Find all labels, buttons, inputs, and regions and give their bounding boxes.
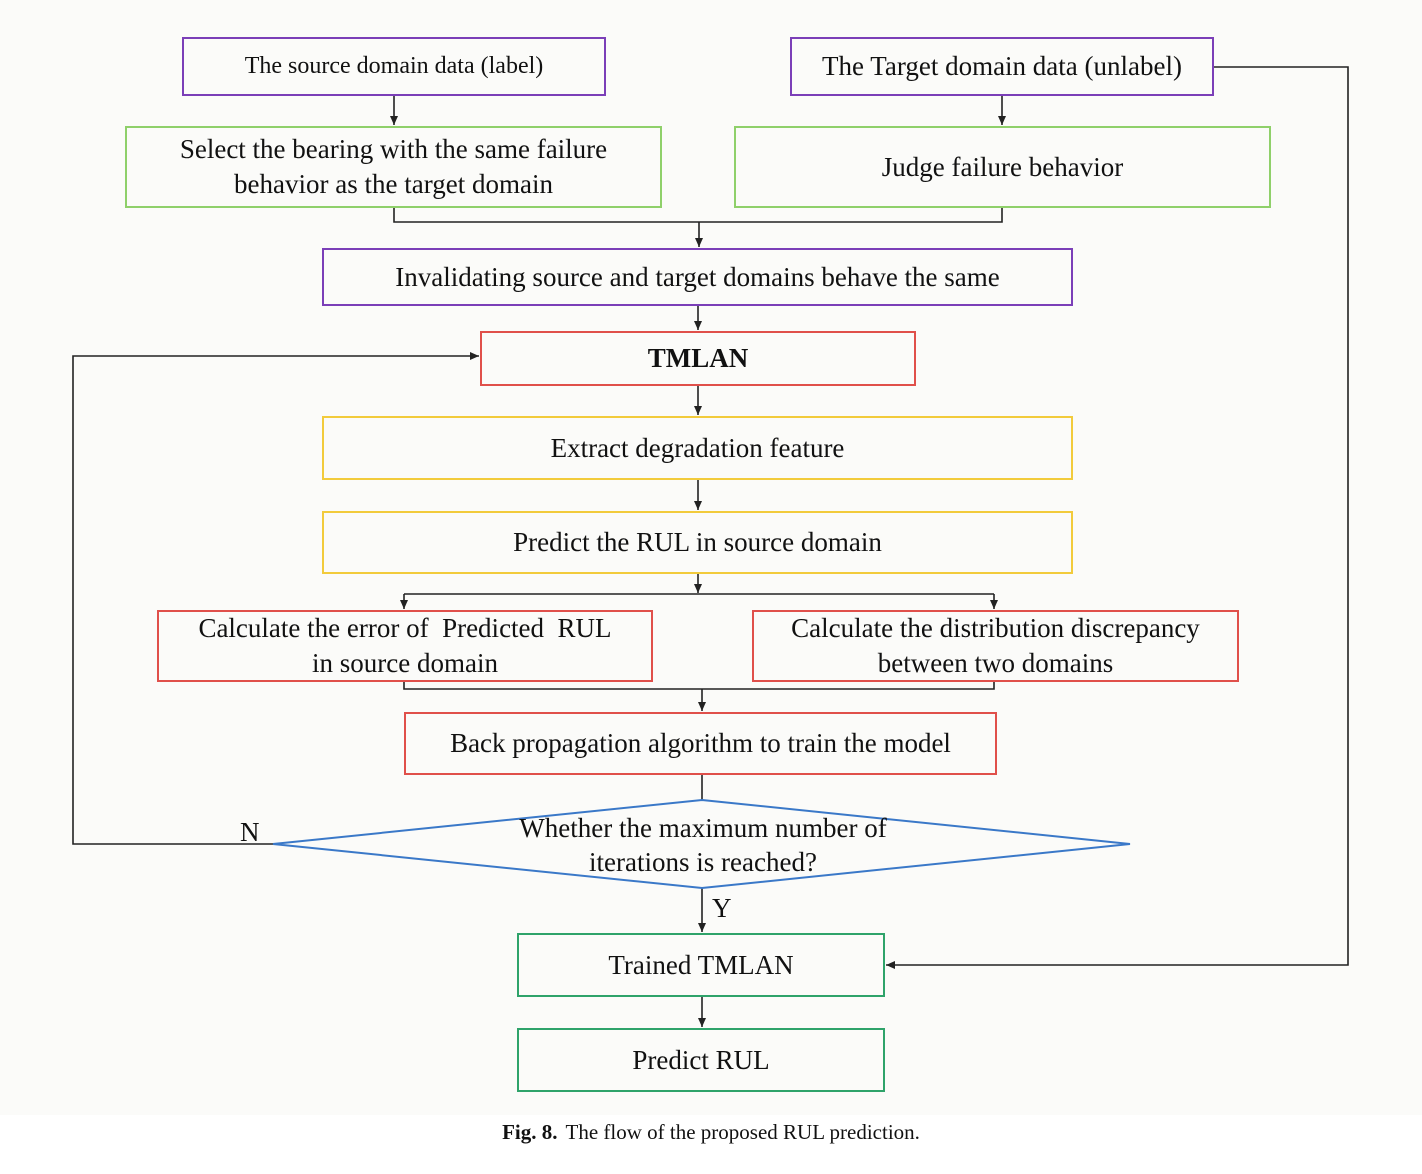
box-select-bearing: Select the bearing with the same failure… [125,126,662,208]
box-trained-tmlan: Trained TMLAN [517,933,885,997]
box-validate-domains-text: Invalidating source and target domains b… [395,261,1000,292]
box-backpropagation: Back propagation algorithm to train the … [404,712,997,775]
box-extract-feature-text: Extract degradation feature [550,432,845,463]
box-calculate-error-line1: Calculate the error of Predicted RUL [198,613,612,643]
box-calculate-error: Calculate the error of Predicted RUL in … [157,610,653,682]
box-calculate-discrepancy: Calculate the distribution discrepancy b… [752,610,1239,682]
figure-number: Fig. 8. [502,1120,558,1144]
box-judge-failure: Judge failure behavior [734,126,1271,208]
figure-caption-text: The flow of the proposed RUL prediction. [565,1120,920,1144]
decision-diamond [272,798,1131,890]
label-no: N [240,817,260,847]
box-predict-rul-source-text: Predict the RUL in source domain [513,527,882,557]
box-target-domain-data: The Target domain data (unlabel) [790,37,1214,96]
decision-text-line1: Whether the maximum number of [519,813,887,843]
box-source-domain-data-text: The source domain data (label) [244,53,544,79]
box-predict-rul-source: Predict the RUL in source domain [322,511,1073,574]
box-calculate-error-line2: in source domain [312,648,498,678]
box-predict-rul: Predict RUL [517,1028,885,1092]
decision-text: Whether the maximum number of iterations… [470,811,936,879]
box-trained-tmlan-text: Trained TMLAN [608,949,794,980]
box-select-bearing-line1: Select the bearing with the same failure [179,134,608,164]
box-predict-rul-text: Predict RUL [632,1044,770,1075]
box-tmlan-text: TMLAN [647,343,749,373]
box-select-bearing-line2: behavior as the target domain [234,169,553,199]
box-validate-domains: Invalidating source and target domains b… [322,248,1073,306]
box-calculate-discrepancy-line1: Calculate the distribution discrepancy [791,613,1200,643]
decision-text-line2: iterations is reached? [589,847,817,877]
box-calculate-discrepancy-line2: between two domains [877,648,1114,678]
merge-select-judge [393,208,1003,223]
loop-no-to-tmlan [72,352,479,845]
line-target-to-trained [886,66,1349,969]
box-tmlan: TMLAN [480,331,916,386]
box-source-domain-data: The source domain data (label) [182,37,606,96]
merge-error-discrepancy [403,682,995,690]
box-target-domain-data-text: The Target domain data (unlabel) [822,51,1182,81]
figure-caption: Fig. 8. The flow of the proposed RUL pred… [0,1120,1422,1145]
box-extract-feature: Extract degradation feature [322,416,1073,480]
box-backpropagation-text: Back propagation algorithm to train the … [450,728,951,758]
box-judge-failure-text: Judge failure behavior [881,151,1124,182]
label-yes: Y [712,893,732,923]
